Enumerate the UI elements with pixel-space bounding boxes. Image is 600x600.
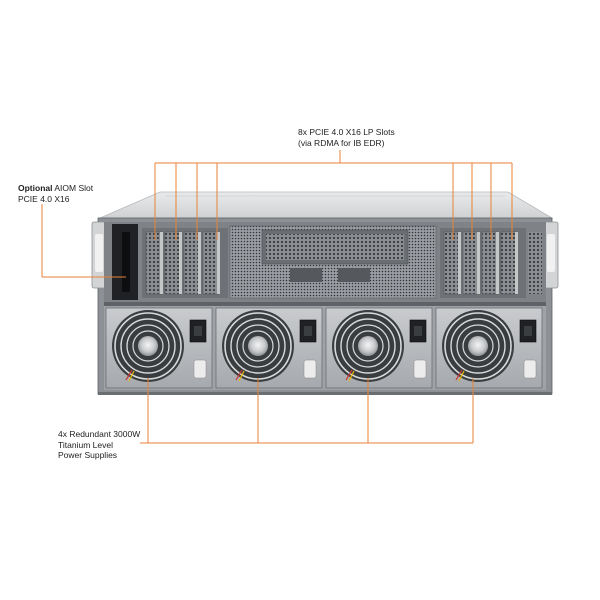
power-supplies-callout-label: 4x Redundant 3000W Titanium Level Power … xyxy=(58,429,140,461)
left-rack-ear xyxy=(91,221,107,289)
right-rack-ear xyxy=(543,221,559,289)
power-supply-4 xyxy=(435,307,543,389)
aiom-slot-line-1-rest: AIOM Slot xyxy=(52,183,94,193)
pcie-slots-callout-label: 8x PCIE 4.0 X16 LP Slots (via RDMA for I… xyxy=(298,127,395,148)
psu-line-3: Power Supplies xyxy=(58,450,118,460)
psu-line-2: Titanium Level xyxy=(58,439,113,450)
psu-line-1: 4x Redundant 3000W xyxy=(58,429,141,439)
pcie-slot-group-left xyxy=(142,228,228,298)
aiom-callout-lines xyxy=(41,204,126,278)
aiom-slot-line-2: PCIE 4.0 X16 xyxy=(18,193,70,204)
aiom-slot-callout-label: Optional AIOM Slot PCIE 4.0 X16 xyxy=(18,183,93,204)
power-supply-3 xyxy=(325,307,433,389)
power-supply-2 xyxy=(215,307,323,389)
aiom-slot-line-1: Optional AIOM Slot xyxy=(18,183,93,194)
aiom-optional-word: Optional xyxy=(18,183,53,193)
psu-callout-lines xyxy=(140,378,474,444)
center-vent xyxy=(229,225,437,299)
pcie-slots-line-1: 8x PCIE 4.0 X16 LP Slots xyxy=(298,127,395,137)
power-supply-1 xyxy=(105,307,213,389)
pcie-slot-group-right xyxy=(440,228,542,298)
pcie-callout-lines xyxy=(154,150,513,240)
pcie-slots-line-2: (via RDMA for IB EDR) xyxy=(298,137,385,148)
aiom-slot xyxy=(112,224,138,300)
